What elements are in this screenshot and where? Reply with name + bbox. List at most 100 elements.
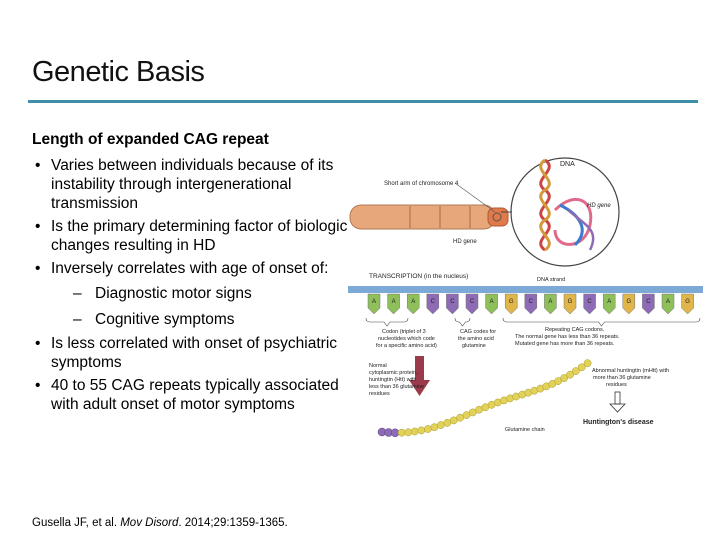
nucleotide-letter: G — [626, 299, 631, 305]
nucleotide-tile: C — [465, 293, 479, 315]
nucleotide-tile: A — [367, 293, 381, 315]
cag-text-1: CAG codes for — [460, 329, 496, 335]
glutamine-bead — [542, 382, 551, 391]
huntingtons-disease-label: Huntington's disease — [583, 419, 654, 426]
bullet-item: • Is less correlated with onset of psychi… — [32, 334, 352, 372]
repeat-text-2: The normal gene has less than 36 repeats… — [515, 334, 620, 340]
sub-bullet-item: –Diagnostic motor signs — [32, 284, 352, 304]
dash-glyph: – — [73, 311, 82, 328]
chromosome-4 — [349, 204, 509, 230]
glutamine-bead — [436, 421, 445, 429]
glutamine-bead — [512, 392, 521, 401]
repeat-text-3: Mutated gene has more than 36 repeats. — [515, 341, 615, 347]
dna-label: DNA — [560, 161, 575, 168]
nucleotide-letter: A — [372, 299, 376, 305]
nucleotide-letter: A — [392, 299, 396, 305]
sub-bullet-text: Cognitive symptoms — [95, 311, 235, 328]
glutamine-bead-chain — [377, 359, 592, 438]
slide-title: Genetic Basis — [32, 56, 205, 88]
nucleotide-tile: C — [446, 293, 459, 315]
cag-text-3: glutamine — [462, 343, 486, 349]
nucleotide-letter: G — [509, 299, 514, 305]
down-arrow-icon — [409, 356, 430, 396]
nucleotide-tile: A — [661, 293, 675, 315]
nucleotide-tile: A — [485, 293, 498, 315]
nucleotide-letter: G — [568, 299, 573, 305]
nucleotide-letter: C — [587, 299, 592, 305]
transcription-label: TRANSCRIPTION (in the nucleus) — [369, 273, 468, 280]
dna-helix — [539, 158, 595, 252]
citation-details: . 2014;29:1359-1365. — [178, 517, 288, 529]
normal-text-1: Normal — [369, 363, 387, 369]
bullet-item: •Varies between individuals because of i… — [32, 156, 352, 213]
citation-journal: Mov Disord — [120, 517, 179, 529]
glutamine-bead — [384, 428, 393, 437]
glutamine-bead — [487, 400, 496, 409]
bullet-item: • Is the primary determining factor of bi… — [32, 217, 352, 255]
glutamine-bead — [377, 427, 387, 437]
codon-text-3: for a specific amino acid) — [376, 343, 437, 349]
bullet-glyph: • — [35, 377, 41, 394]
nucleotide-tile: C — [583, 293, 596, 315]
nucleotide-tile: A — [544, 293, 557, 315]
sub-bullet-item: –Cognitive symptoms — [32, 310, 352, 330]
short-arm-label: Short arm of chromosome 4 — [384, 181, 459, 187]
outline-down-arrow-icon — [609, 391, 626, 413]
bullet-text: 40 to 55 CAG repeats typically associate… — [51, 377, 339, 413]
title-divider — [28, 100, 698, 103]
bullet-text: Inversely correlates with age of onset o… — [51, 260, 329, 277]
glutamine-bead — [456, 413, 464, 422]
glutamine-chain-label: Glutamine chain — [505, 427, 545, 433]
nucleotide-tile: A — [602, 293, 616, 315]
glutamine-bead — [390, 428, 400, 438]
glutamine-bead — [475, 405, 483, 414]
nucleotide-letter: A — [607, 299, 611, 305]
glutamine-bead — [417, 426, 426, 435]
bullet-glyph: • — [35, 335, 41, 352]
normal-text-3: huntingtin (Htt) with — [369, 377, 416, 383]
repeat-text-1: Repeating CAG codons. — [545, 327, 605, 333]
codon-bracket — [365, 317, 409, 327]
glutamine-bead — [530, 386, 539, 395]
glutamine-bead — [560, 374, 568, 382]
glutamine-bead — [583, 359, 592, 368]
bullet-glyph: • — [35, 260, 41, 277]
nucleotide-letter: C — [450, 299, 455, 305]
nucleotide-letter: C — [470, 299, 475, 305]
glutamine-bead — [449, 416, 458, 425]
nucleotide-letter: A — [666, 299, 670, 305]
nucleotide-letter: A — [548, 299, 552, 305]
sub-bullet-text: Diagnostic motor signs — [95, 285, 252, 302]
glutamine-bead — [548, 380, 557, 388]
dna-strand-label: DNA strand — [537, 277, 565, 283]
nucleotide-tile: C — [524, 293, 538, 315]
glutamine-bead — [443, 418, 452, 427]
glutamine-bead — [410, 427, 419, 436]
codon-text-2: nucleotides which code — [378, 336, 435, 342]
dna-magnifier — [510, 157, 620, 267]
bullet-glyph: • — [35, 218, 41, 235]
citation-authors: Gusella JF, et al. — [32, 517, 118, 529]
nucleotide-letter: A — [411, 299, 415, 305]
nucleotide-letter: A — [490, 299, 494, 305]
codon-bracket — [502, 317, 701, 327]
bullet-text: Varies between individuals because of it… — [51, 157, 334, 212]
glutamine-bead — [397, 428, 406, 437]
normal-text-4: less than 36 glutamine — [369, 384, 424, 390]
nucleotide-tile: G — [504, 293, 518, 315]
glutamine-bead — [518, 390, 527, 399]
slide-body: Length of expanded CAG repeat •Varies be… — [32, 128, 352, 414]
bullet-text: Is less correlated with onset of psychia… — [51, 335, 338, 371]
glutamine-bead — [524, 388, 533, 397]
dna-strand-bar — [348, 286, 703, 293]
glutamine-bead — [430, 423, 439, 432]
bullet-text: Is the primary determining factor of bio… — [51, 218, 348, 254]
nucleotide-letter: C — [646, 299, 651, 305]
glutamine-bead — [493, 398, 502, 407]
nucleotide-letter: C — [529, 299, 534, 305]
nucleotide-tile: A — [406, 293, 420, 315]
glutamine-bead — [404, 428, 413, 437]
nucleotide-tile: C — [642, 293, 655, 315]
citation: Gusella JF, et al. Mov Disord. 2014;29:1… — [32, 517, 288, 529]
